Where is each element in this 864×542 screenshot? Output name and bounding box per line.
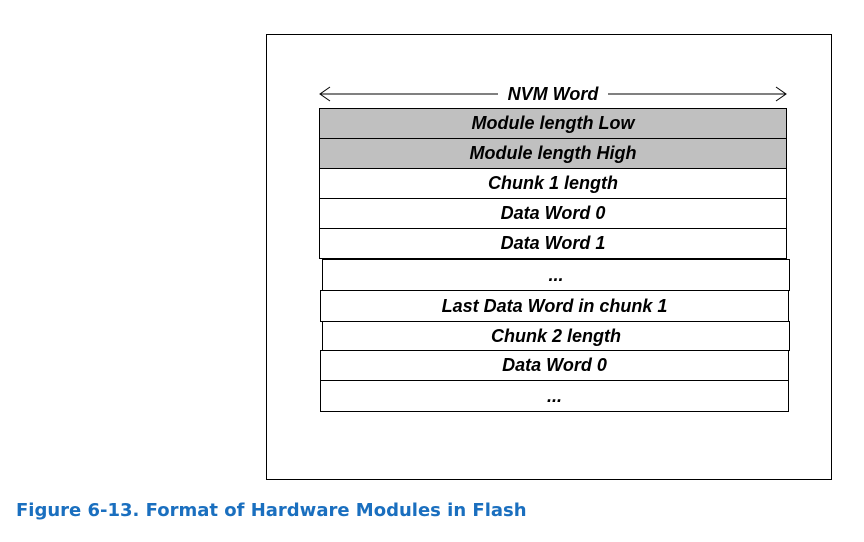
figure-frame <box>266 34 832 480</box>
figure-caption: Figure 6-13. Format of Hardware Modules … <box>16 500 527 521</box>
data-word-1-row: Data Word 1 <box>319 228 787 259</box>
data-word-0-chunk-2-row: Data Word 0 <box>320 350 789 381</box>
last-data-word-row: Last Data Word in chunk 1 <box>320 290 789 322</box>
data-word-0-row: Data Word 0 <box>319 198 787 229</box>
chunk-2-length-row: Chunk 2 length <box>322 321 790 351</box>
ellipsis-row: ... <box>322 259 790 291</box>
chunk-1-length-row: Chunk 1 length <box>319 168 787 199</box>
trailing-ellipsis-row: ... <box>320 380 789 412</box>
module-length-high-row: Module length High <box>319 138 787 169</box>
nvm-word-label: NVM Word <box>498 83 608 105</box>
module-length-low-row: Module length Low <box>319 108 787 139</box>
